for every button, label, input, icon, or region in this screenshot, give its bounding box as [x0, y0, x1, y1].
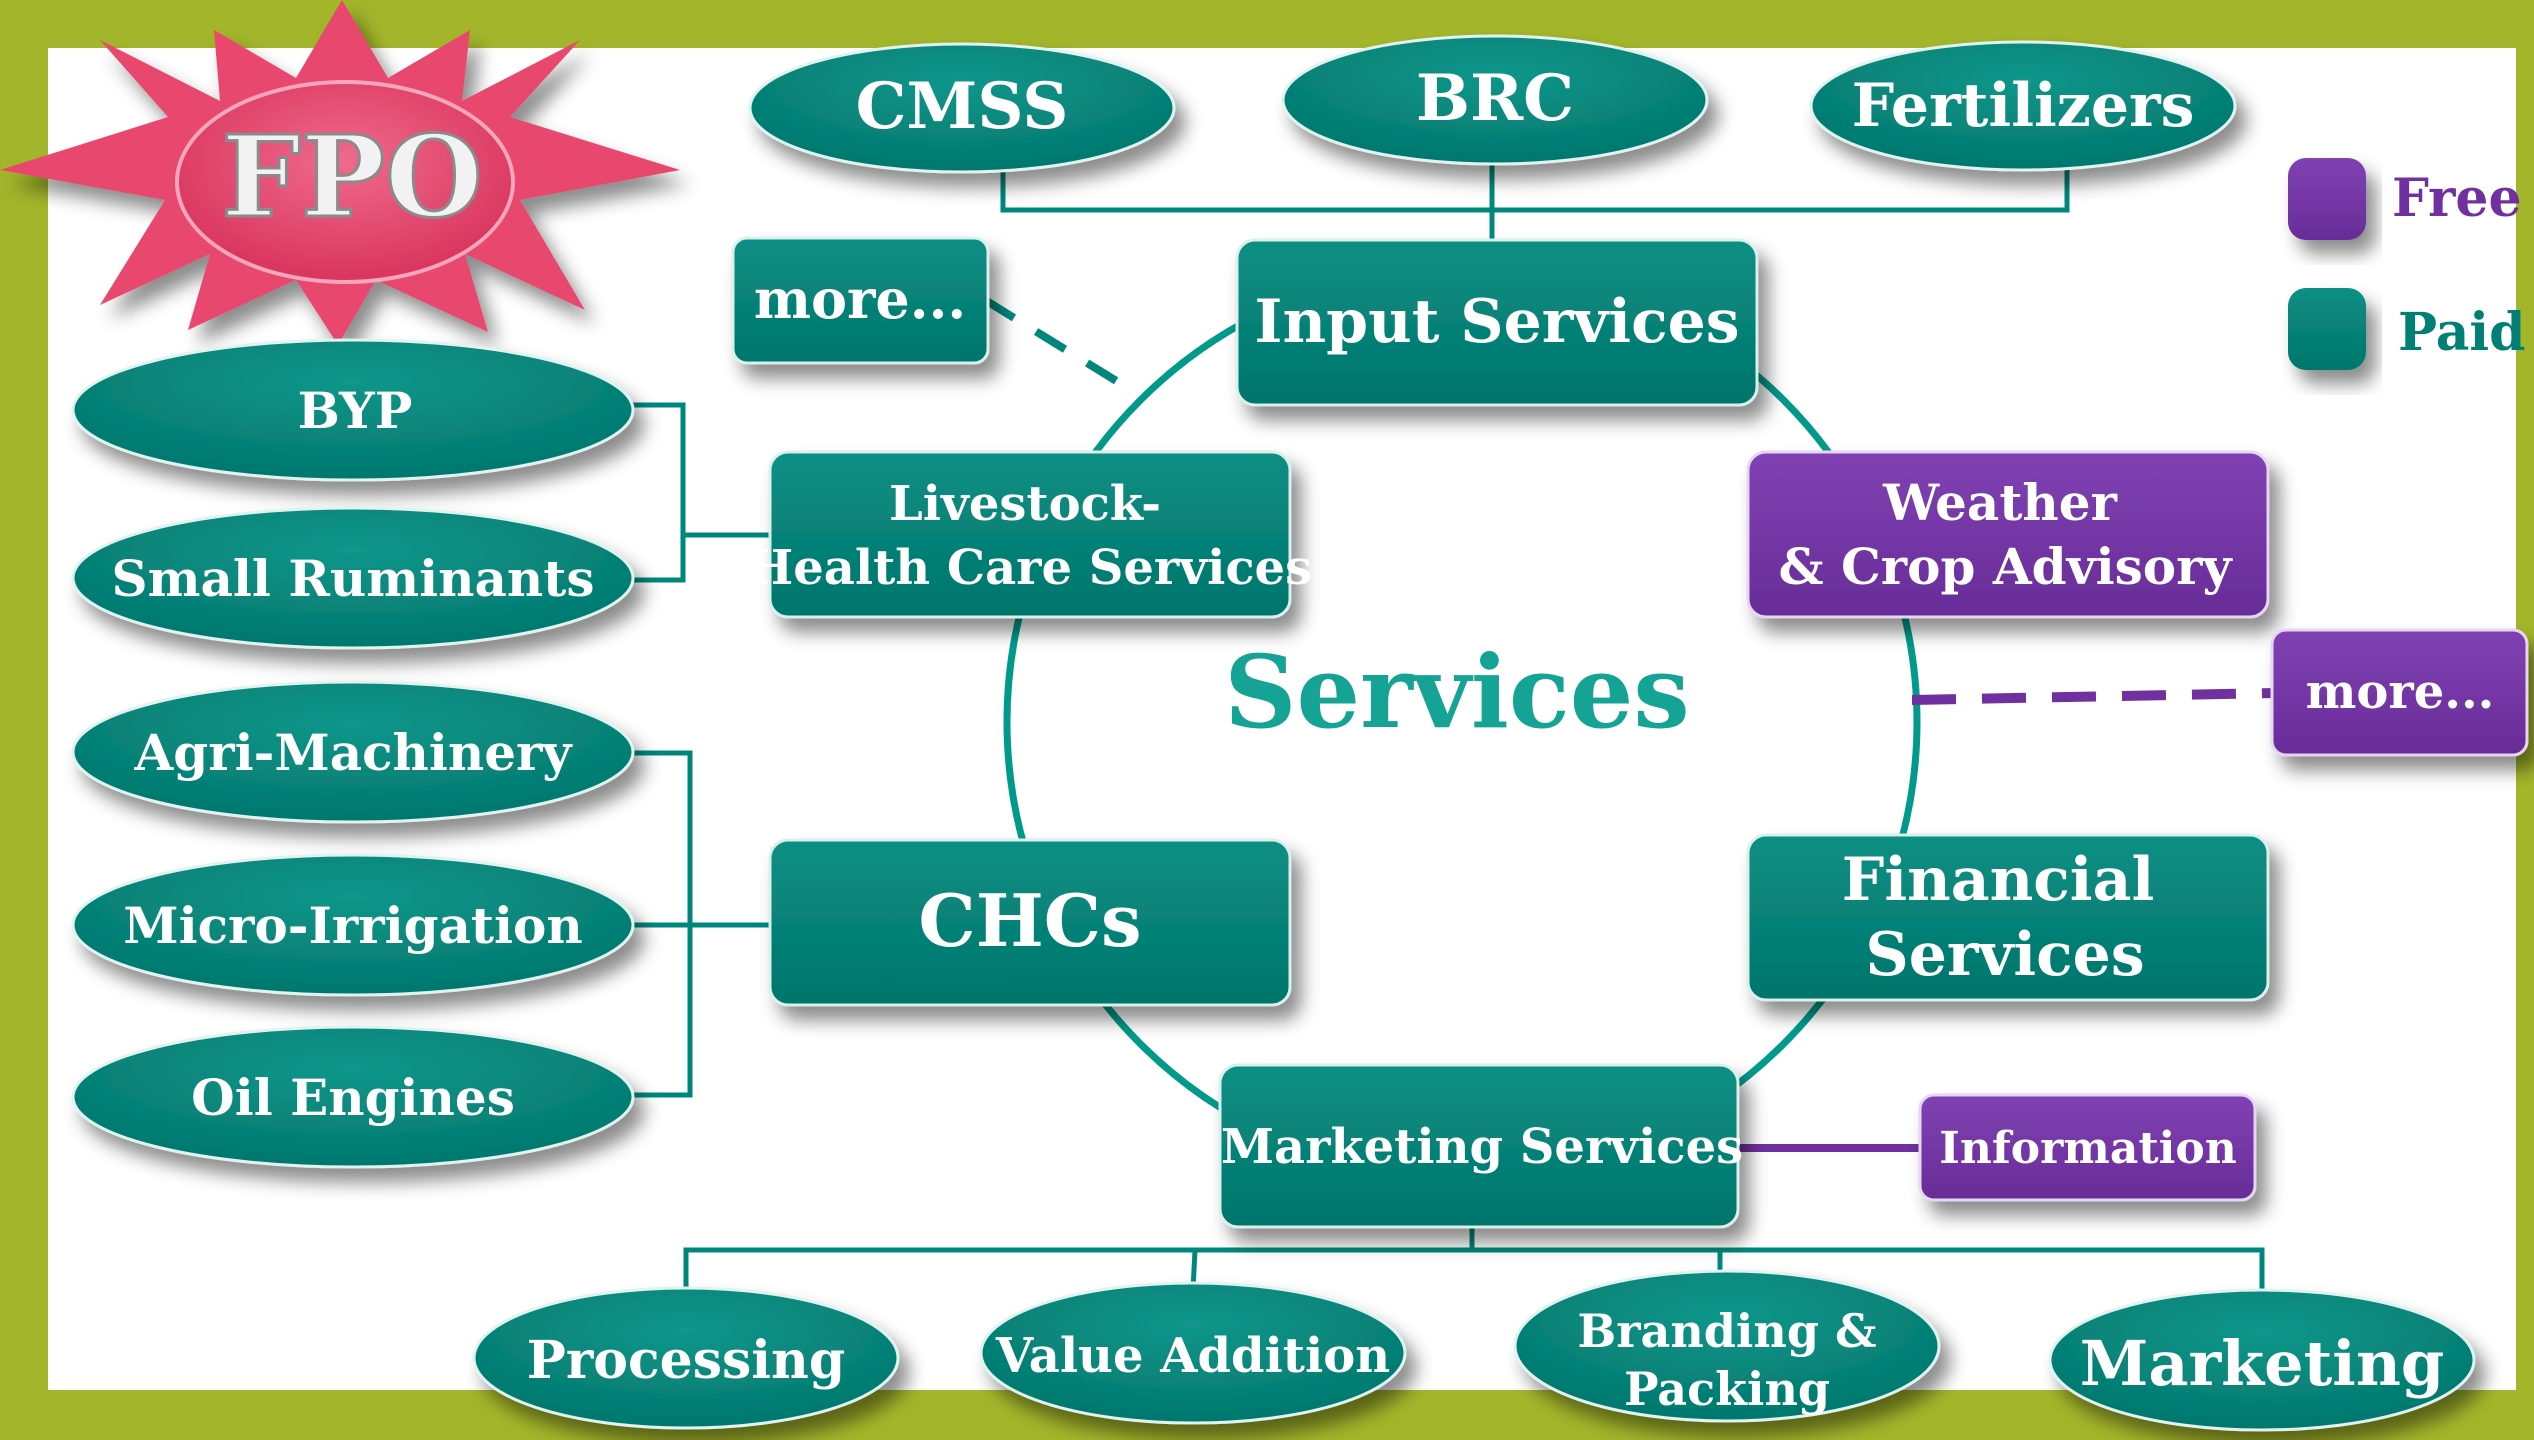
svg-text:more...: more... [2306, 664, 2495, 720]
chc-item-agri-machinery: Agri-Machinery [71, 680, 635, 824]
fpo-logo-text: FPO [221, 112, 482, 243]
svg-text:Branding &: Branding & [1577, 1304, 1876, 1358]
svg-text:Information: Information [1939, 1123, 2236, 1174]
marketing-item-marketing: Marketing [2048, 1288, 2476, 1432]
more-right-box: more... [2270, 628, 2529, 757]
input-services-box: Input Services [1235, 238, 1759, 407]
information-box: Information [1918, 1093, 2257, 1202]
svg-text:more...: more... [754, 267, 966, 331]
svg-text:Small Ruminants: Small Ruminants [112, 549, 595, 608]
chc-item-oil-engines: Oil Engines [71, 1025, 635, 1169]
weather-advisory-box: Weather & Crop Advisory [1746, 450, 2270, 619]
svg-text:CHCs: CHCs [918, 878, 1141, 963]
svg-text:& Crop Advisory: & Crop Advisory [1778, 537, 2233, 596]
top-input-brc: BRC [1281, 34, 1709, 166]
more-left-box: more... [731, 236, 990, 365]
marketing-item-branding-packing: Branding & Packing [1513, 1269, 1941, 1423]
legend-free-swatch [2288, 158, 2366, 240]
svg-text:CMSS: CMSS [856, 69, 1069, 144]
legend-free-label: Free [2392, 168, 2522, 229]
financial-services-box: Financial Services [1746, 833, 2270, 1002]
chc-item-micro-irrigation: Micro-Irrigation [71, 853, 635, 997]
svg-text:Weather: Weather [1882, 473, 2118, 532]
svg-text:Marketing: Marketing [2080, 1327, 2445, 1400]
legend-paid-label: Paid [2398, 302, 2526, 363]
svg-text:Livestock-: Livestock- [889, 476, 1161, 532]
top-input-cmss: CMSS [748, 42, 1176, 174]
svg-text:Input Services: Input Services [1254, 287, 1739, 357]
svg-text:BRC: BRC [1416, 61, 1574, 136]
livestock-item-small-ruminants: Small Ruminants [71, 506, 635, 650]
services-center-label: Services [1224, 633, 1689, 751]
svg-text:BYP: BYP [298, 381, 413, 440]
svg-text:Value Addition: Value Addition [995, 1328, 1390, 1384]
svg-text:Health Care Services: Health Care Services [748, 540, 1312, 596]
svg-text:Services: Services [1865, 920, 2144, 990]
svg-text:Processing: Processing [527, 1330, 845, 1391]
connector-lines [625, 150, 2265, 1291]
svg-text:Oil Engines: Oil Engines [191, 1068, 515, 1127]
marketing-item-value-addition: Value Addition [979, 1281, 1407, 1425]
svg-text:Agri-Machinery: Agri-Machinery [134, 723, 574, 782]
svg-text:Micro-Irrigation: Micro-Irrigation [123, 896, 582, 955]
more-left-dashed-connector [982, 296, 1121, 386]
svg-text:Packing: Packing [1624, 1362, 1830, 1416]
more-right-dashed-connector [1911, 688, 2276, 705]
svg-text:Marketing Services: Marketing Services [1221, 1119, 1743, 1175]
chcs-box: CHCs [768, 838, 1292, 1007]
livestock-item-byp: BYP [71, 338, 635, 482]
svg-text:Fertilizers: Fertilizers [1852, 71, 2195, 141]
legend-paid-swatch [2288, 288, 2366, 370]
fpo-logo: FPO [0, 0, 680, 345]
marketing-services-box: Marketing Services [1218, 1063, 1743, 1229]
marketing-item-processing: Processing [472, 1286, 900, 1430]
livestock-health-box: Livestock- Health Care Services [748, 450, 1312, 619]
top-input-fertilizers: Fertilizers [1809, 40, 2237, 172]
svg-text:Financial: Financial [1842, 845, 2155, 915]
